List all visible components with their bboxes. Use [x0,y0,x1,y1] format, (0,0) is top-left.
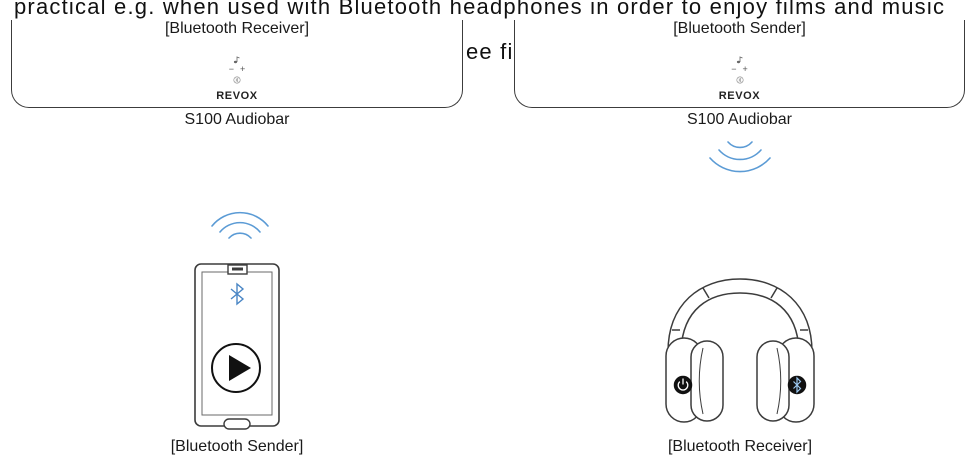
right-earcup-cushion [756,340,790,422]
revox-logo: REVOX [718,90,761,102]
phone-speaker [232,267,243,271]
left-cushion-detail [698,347,704,415]
background-paragraph-fragment: ee fi [466,39,514,64]
power-button-icon [673,375,693,395]
plus-icon: + [742,64,748,74]
headphones-icon [665,278,815,423]
signal-arc-inner [228,232,252,239]
minus-icon: − [228,64,234,74]
headband-pad-divider [702,287,710,299]
play-triangle-icon [229,355,251,381]
revox-logo: REVOX [216,90,258,102]
plus-icon: + [240,64,246,74]
background-paragraph-line: practical e.g. when used with Bluetooth … [14,0,946,19]
music-note-icon [736,56,743,64]
minus-icon: − [731,64,737,74]
signal-arc-outer [211,211,269,227]
volume-controls: −+ [12,64,462,74]
bluetooth-icon [735,76,744,84]
audiobar-sender: [Bluetooth Sender] −+ REVOX [514,20,965,108]
smartphone-icon [194,263,280,430]
audiobar-name: S100 Audiobar [184,111,290,128]
audiobar-receiver: [Bluetooth Receiver] −+ REVOX [11,20,463,108]
signal-arc-inner [727,141,753,149]
bluetooth-icon [793,376,802,394]
signal-arc-outer [709,157,771,173]
audiobar-role-label: [Bluetooth Sender] [673,20,806,37]
audiobar-role-label: [Bluetooth Receiver] [164,20,310,37]
signal-arc-middle [219,221,261,233]
headband-inner [680,292,800,351]
wireless-signal-up-icon [211,211,269,239]
headband-outer [667,278,813,353]
headphones-role-label: [Bluetooth Receiver] [667,438,813,455]
signal-arc-middle [718,149,762,161]
smartphone-role-label: [Bluetooth Sender] [170,438,304,455]
wireless-signal-down-icon [709,141,771,173]
power-symbol-icon [677,381,689,391]
left-earcup-cushion [690,340,724,422]
headband-pad-divider [770,287,778,299]
bluetooth-icon [233,76,241,84]
audiobar-name: S100 Audiobar [687,111,792,128]
phone-home-button [223,418,251,430]
volume-controls: −+ [515,64,964,74]
music-note-icon [233,56,240,64]
bluetooth-icon [230,282,245,306]
right-cushion-detail [776,347,782,415]
